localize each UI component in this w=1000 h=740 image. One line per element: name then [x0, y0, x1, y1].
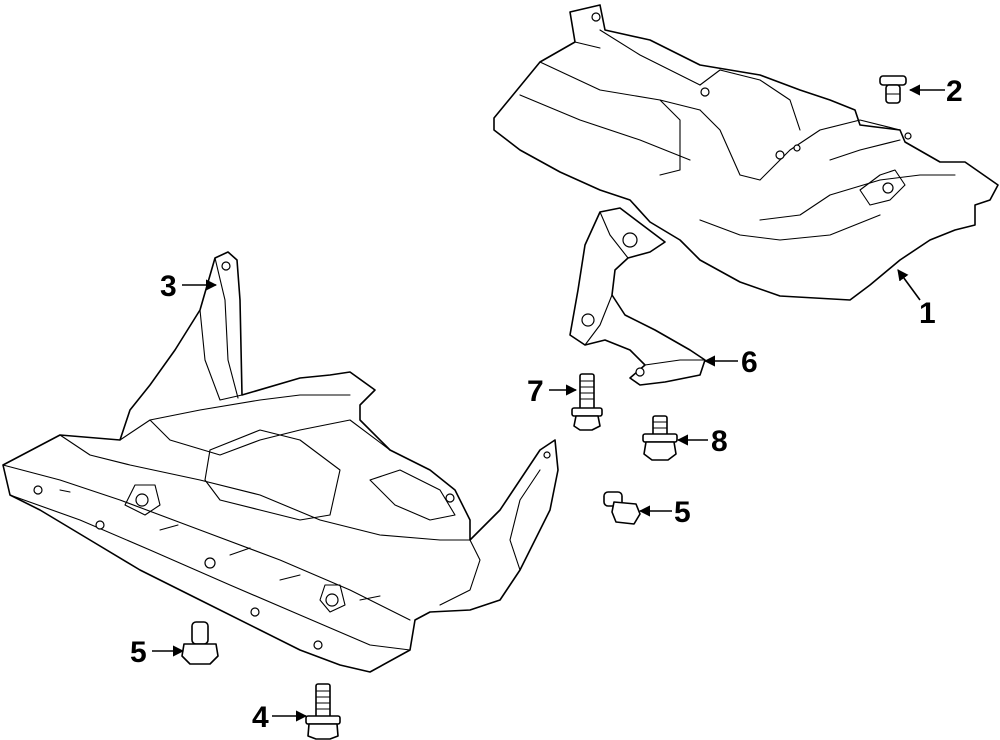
leader-lines — [152, 84, 945, 722]
clip-fastener-5-right — [603, 491, 641, 525]
callout-3: 3 — [160, 270, 177, 303]
lower-engine-cover — [2, 251, 559, 673]
bolt-fastener-4 — [305, 683, 341, 740]
clip-fastener-5-left — [181, 621, 219, 665]
bolt-fastener-8 — [642, 415, 678, 461]
callout-8: 8 — [711, 425, 728, 458]
callout-5-left: 5 — [130, 636, 147, 669]
callout-1: 1 — [919, 297, 936, 330]
callout-4: 4 — [252, 701, 269, 734]
leader-1 — [897, 269, 921, 301]
upper-splash-shield — [493, 4, 999, 301]
callout-5-right: 5 — [674, 496, 691, 529]
clip-fastener-2 — [879, 75, 907, 104]
shield-bracket — [569, 207, 706, 386]
callout-7: 7 — [527, 375, 544, 408]
callout-6: 6 — [741, 346, 758, 379]
bolt-fastener-7 — [571, 373, 603, 431]
callout-labels: 1 2 3 4 5 5 6 7 8 — [130, 75, 963, 734]
callout-2: 2 — [946, 75, 963, 108]
